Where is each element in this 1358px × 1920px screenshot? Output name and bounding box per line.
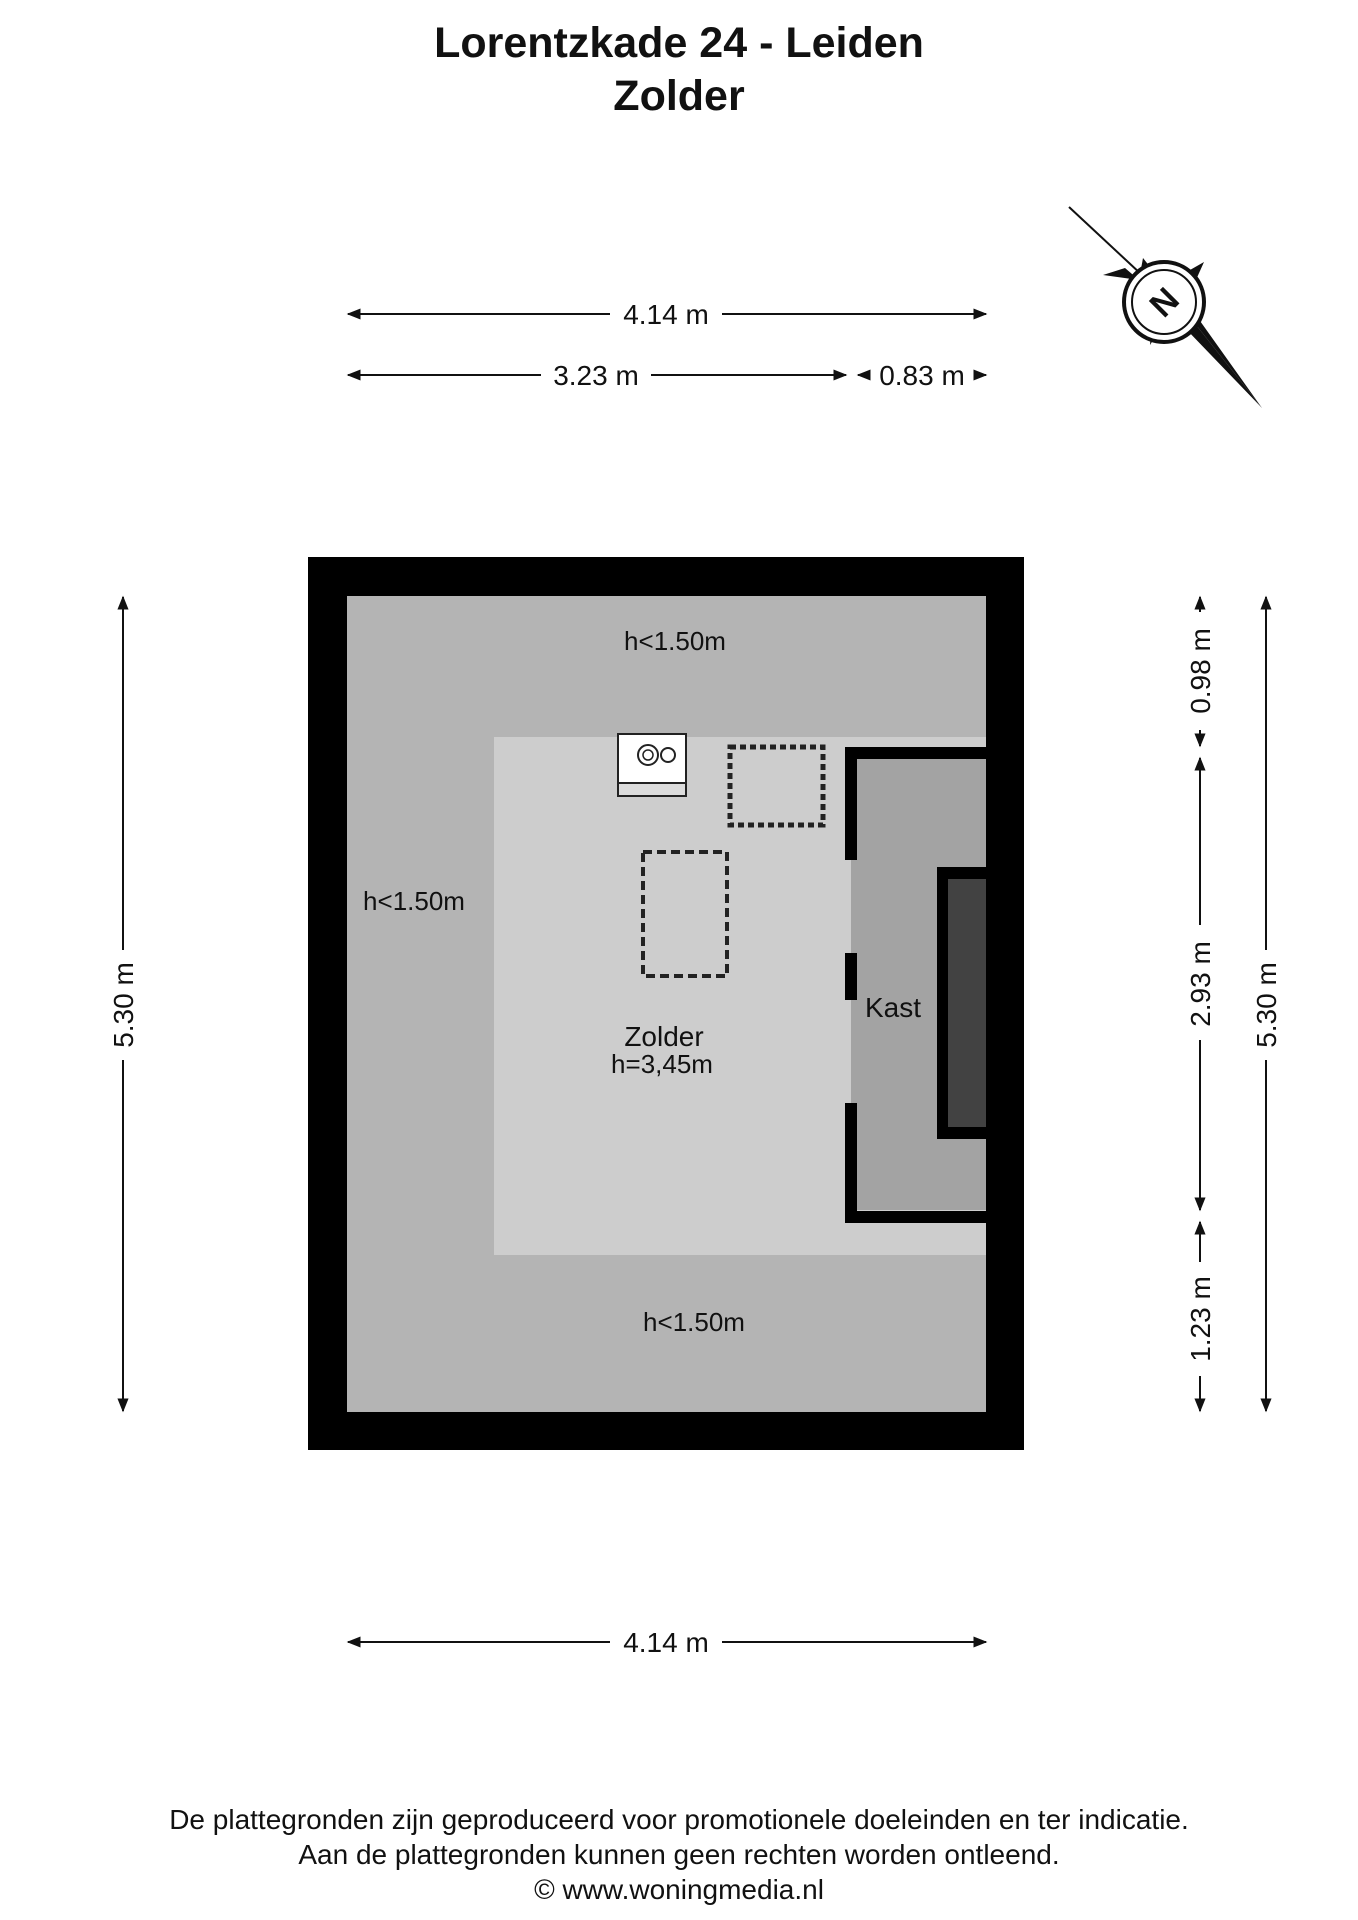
dimension-label-left-total: 5.30 m (108, 962, 139, 1048)
room-name-zolder: Zolder (624, 1021, 703, 1052)
room-height-zolder: h=3,45m (611, 1049, 713, 1079)
dimension-top-total: 4.14 m (346, 299, 988, 330)
skylight-window-icon (727, 744, 826, 828)
kast-inner-shelf (948, 879, 986, 1127)
room-name-kast: Kast (865, 992, 921, 1023)
dimension-label-top-right: 0.83 m (879, 360, 965, 391)
dimension-top-left: 3.23 m (346, 360, 848, 391)
floorplan-address-title: Lorentzkade 24 - Leiden (434, 19, 924, 67)
dimension-right-middle: 2.93 m (1185, 756, 1216, 1212)
low-ceiling-label-bottom: h<1.50m (643, 1307, 745, 1337)
compass-rose-icon: N (1068, 206, 1262, 408)
attic-hatch-icon (641, 850, 729, 978)
floorplan: h<1.50m h<1.50m h<1.50m Zolder h=3,45m K… (308, 557, 1024, 1450)
floorplan-floor-title: Zolder (613, 72, 745, 120)
dimension-label-top-total: 4.14 m (623, 299, 709, 330)
disclaimer-line-2: Aan de plattegronden kunnen geen rechten… (298, 1839, 1060, 1870)
dimension-label-right-bottom: 1.23 m (1185, 1276, 1216, 1362)
dimension-right-bottom: 1.23 m (1185, 1220, 1216, 1413)
dimension-label-bottom-total: 4.14 m (623, 1627, 709, 1658)
washing-machine-icon (617, 733, 687, 797)
dimension-right-top: 0.98 m (1185, 595, 1216, 748)
dimension-label-right-total: 5.30 m (1251, 962, 1282, 1048)
dimension-label-right-middle: 2.93 m (1185, 941, 1216, 1027)
low-ceiling-label-left: h<1.50m (363, 886, 465, 916)
low-ceiling-label-top: h<1.50m (624, 626, 726, 656)
dimension-bottom-total: 4.14 m (346, 1627, 988, 1658)
dimension-label-top-left: 3.23 m (553, 360, 639, 391)
dimension-top-right: 0.83 m (856, 360, 988, 391)
dimension-label-right-top: 0.98 m (1185, 628, 1216, 714)
disclaimer-line-1: De plattegronden zijn geproduceerd voor … (169, 1804, 1189, 1835)
copyright-website: © www.woningmedia.nl (534, 1874, 824, 1905)
dimension-right-total: 5.30 m (1251, 595, 1282, 1413)
dimension-left-total: 5.30 m (108, 595, 139, 1413)
